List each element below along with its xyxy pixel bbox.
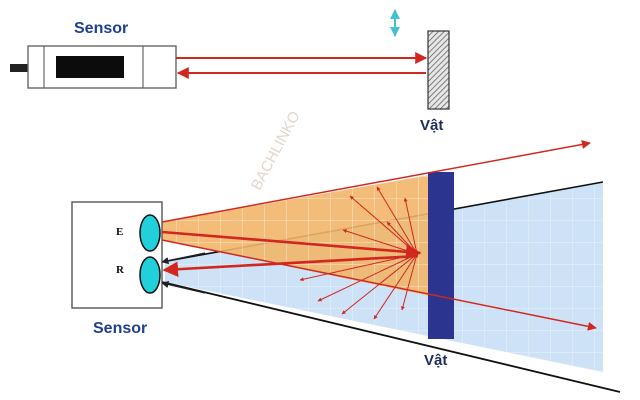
sensor-cable — [10, 64, 30, 72]
reflected-ray — [162, 254, 419, 278]
bottom-sensor — [71, 201, 163, 309]
emitter-lens — [139, 214, 161, 252]
sensor-lens-window — [56, 56, 124, 78]
top-object-plate — [427, 30, 450, 110]
emitter-label: E — [116, 226, 124, 238]
bottom-object-plate — [428, 172, 454, 339]
receiver-lens — [139, 256, 161, 294]
bottom-object-label: Vật — [424, 352, 448, 369]
top-sensor-label: Sensor — [74, 20, 129, 37]
bottom-sensor-label: Sensor — [93, 320, 148, 337]
top-sensor — [10, 45, 177, 89]
emitted-ray-center — [161, 230, 422, 260]
receiver-edge-arrow-upper — [161, 252, 206, 265]
receiver-edge-arrow-lower — [161, 280, 206, 294]
top-object-label: Vật — [420, 117, 444, 134]
emitted-ray-upper — [161, 140, 591, 223]
receiver-label: R — [116, 264, 124, 276]
emitted-ray-lower — [161, 239, 597, 331]
